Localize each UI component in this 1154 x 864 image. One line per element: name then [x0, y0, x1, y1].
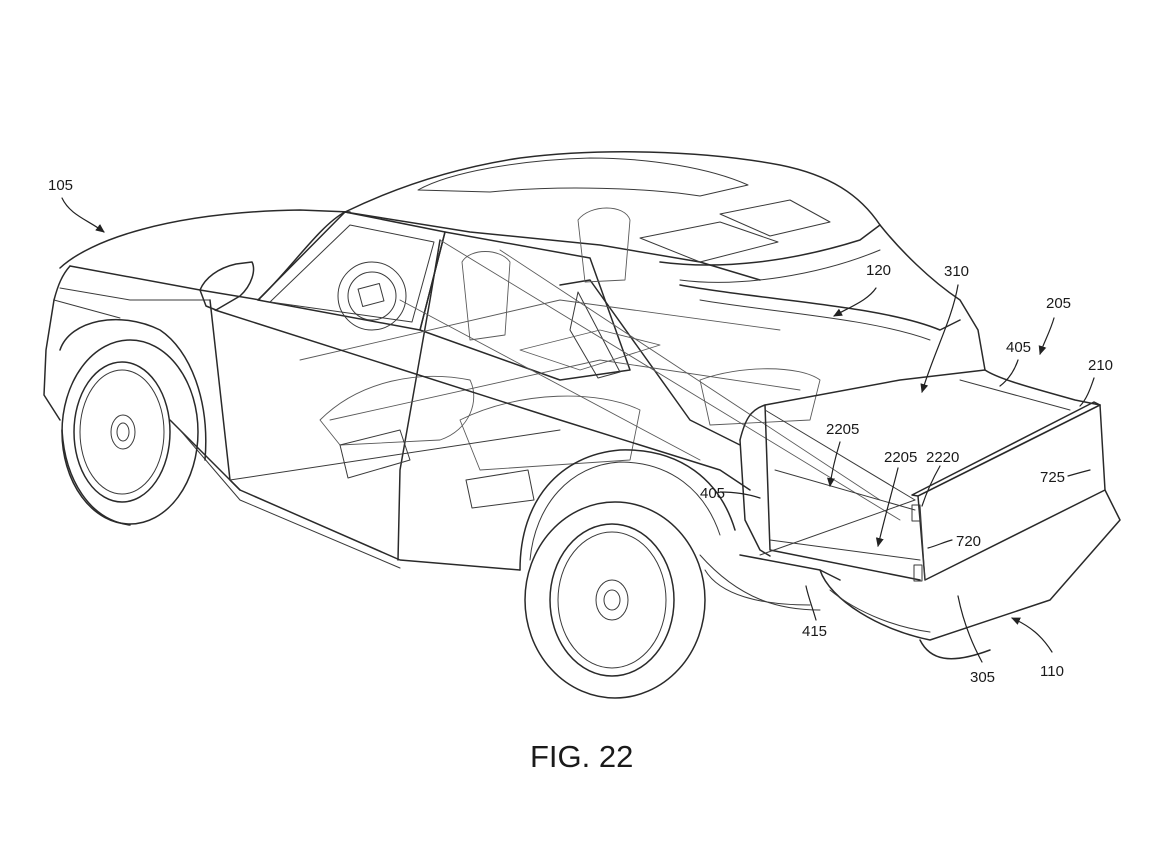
numeral-105: 105: [48, 177, 73, 194]
numeral-405-left: 405: [700, 485, 725, 502]
figure-caption: FIG. 22: [530, 739, 633, 774]
rear-wheel: [519, 449, 736, 699]
numeral-415: 415: [802, 623, 827, 640]
truck-bed: [699, 369, 1121, 660]
numeral-120: 120: [866, 262, 891, 279]
front-wheel: [59, 318, 207, 526]
reference-numerals: 105 120 310 205 405 210 2205 2205 2220 7…: [48, 177, 1113, 686]
numeral-2205-b: 2205: [884, 449, 917, 466]
leader-lines: [61, 197, 1095, 663]
numeral-2220: 2220: [926, 449, 959, 466]
vehicle-outline: [43, 151, 986, 571]
numeral-205: 205: [1046, 295, 1071, 312]
numeral-110: 110: [1040, 663, 1064, 680]
numeral-2205-a: 2205: [826, 421, 859, 438]
numeral-210: 210: [1088, 357, 1113, 374]
numeral-310: 310: [944, 263, 969, 280]
numeral-725: 725: [1040, 469, 1065, 486]
numeral-405-top: 405: [1006, 339, 1031, 356]
numeral-305: 305: [970, 669, 995, 686]
numeral-720: 720: [956, 533, 981, 550]
